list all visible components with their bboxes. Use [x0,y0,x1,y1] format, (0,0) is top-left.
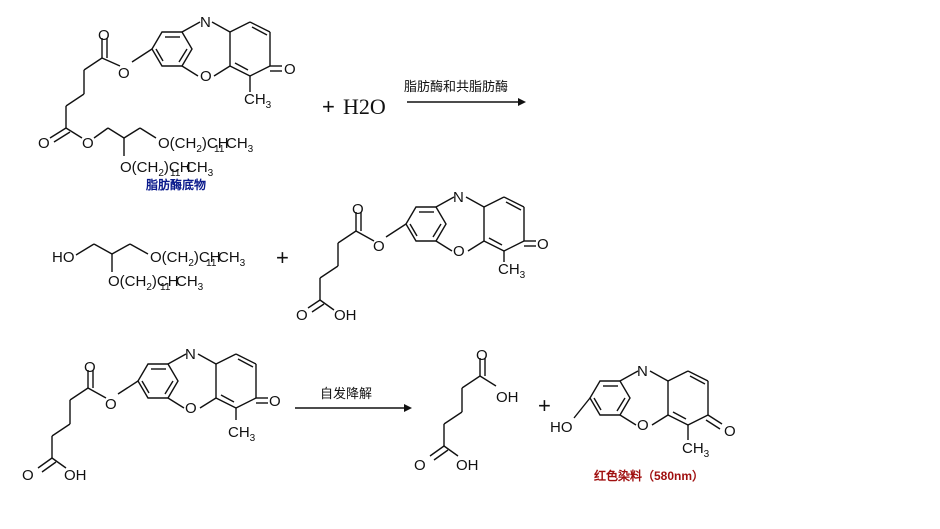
atom-o-carbonyl-3: O [269,393,281,410]
atom-o-carbonyl-dye: O [724,423,736,440]
ether-group-1: O(CH2)CH [158,135,229,155]
phenoxazinone-core-1 [131,21,282,92]
substrate-molecule: N O O CH3 O O O O O(CH2)CH 11 CH3 O [38,14,296,179]
atom-o-ketone-2: O [38,135,50,152]
methyl-label: CH3 [244,91,272,111]
atom-o-acid-2: O [22,467,34,484]
atom-oh-acid-2: OH [64,467,87,484]
dye-caption: 红色染料（580nm） [594,468,704,483]
atom-o-ring-3: O [185,400,197,417]
atom-n-2: N [453,189,464,206]
atom-o-ketone-3: O [352,201,364,218]
substrate-caption: 脂肪酶底物 [145,177,206,192]
atom-oh-acid: OH [334,307,357,324]
ether-count-4: 11 [160,282,171,293]
atom-o-ring-dye: O [637,417,649,434]
plus-sign-2: + [276,245,289,270]
atom-oh-ga-2: OH [456,457,479,474]
atom-n-dye: N [637,363,648,380]
diether-glycerol: HO O(CH2)CH 11 CH3 O(CH2)CH 11 CH3 [52,243,246,293]
water-label: H2O [343,94,386,119]
atom-o-ga-1: O [476,347,488,364]
resorufin-dye [573,370,723,440]
methyl-label-3: CH3 [228,424,256,444]
atom-o-ester-4: O [105,396,117,413]
methyl-label-dye: CH3 [682,440,710,460]
glutaric-acid [429,358,497,461]
atom-n: N [200,14,211,31]
atom-o-ester-2: O [82,135,94,152]
ether-tail-1: CH3 [226,135,254,155]
atom-o-ketone-4: O [84,359,96,376]
glutaryl-phenoxazinone-3 [37,353,268,473]
ether-tail-2: CH3 [186,159,214,179]
atom-n-3: N [185,346,196,363]
atom-ho: HO [52,249,75,266]
glutaryl-phenoxazinone-2 [307,196,536,313]
plus-sign-3: + [538,393,551,418]
enzyme-label: 脂肪酶和共脂肪酶 [404,79,508,94]
atom-o-ester-3: O [373,238,385,255]
ether-tail-3: CH3 [218,249,246,269]
plus-sign-1: + [322,94,335,119]
arrow-1 [407,98,526,106]
atom-oh-ga-1: OH [496,389,519,406]
methyl-label-2: CH3 [498,261,526,281]
degradation-label: 自发降解 [320,386,372,401]
arrow-2 [295,404,412,412]
atom-o-ga-2: O [414,457,426,474]
ether-group-3: O(CH2)CH [150,249,221,269]
ether-group-2: O(CH2)CH [120,159,191,179]
ether-count-1: 11 [214,144,225,155]
ether-tail-4: CH3 [176,273,204,293]
ether-group-4: O(CH2)CH [108,273,179,293]
ether-count-3: 11 [206,258,217,269]
atom-o-carbonyl-2: O [537,236,549,253]
atom-o-ketone: O [98,27,110,44]
ether-count-2: 11 [170,168,181,179]
atom-ho-dye: HO [550,419,573,436]
atom-o-acid: O [296,307,308,324]
atom-o-ester: O [118,65,130,82]
atom-o-carbonyl: O [284,61,296,78]
glutaryl-chain-1 [49,38,157,156]
atom-o-ring: O [200,68,212,85]
atom-o-ring-2: O [453,243,465,260]
